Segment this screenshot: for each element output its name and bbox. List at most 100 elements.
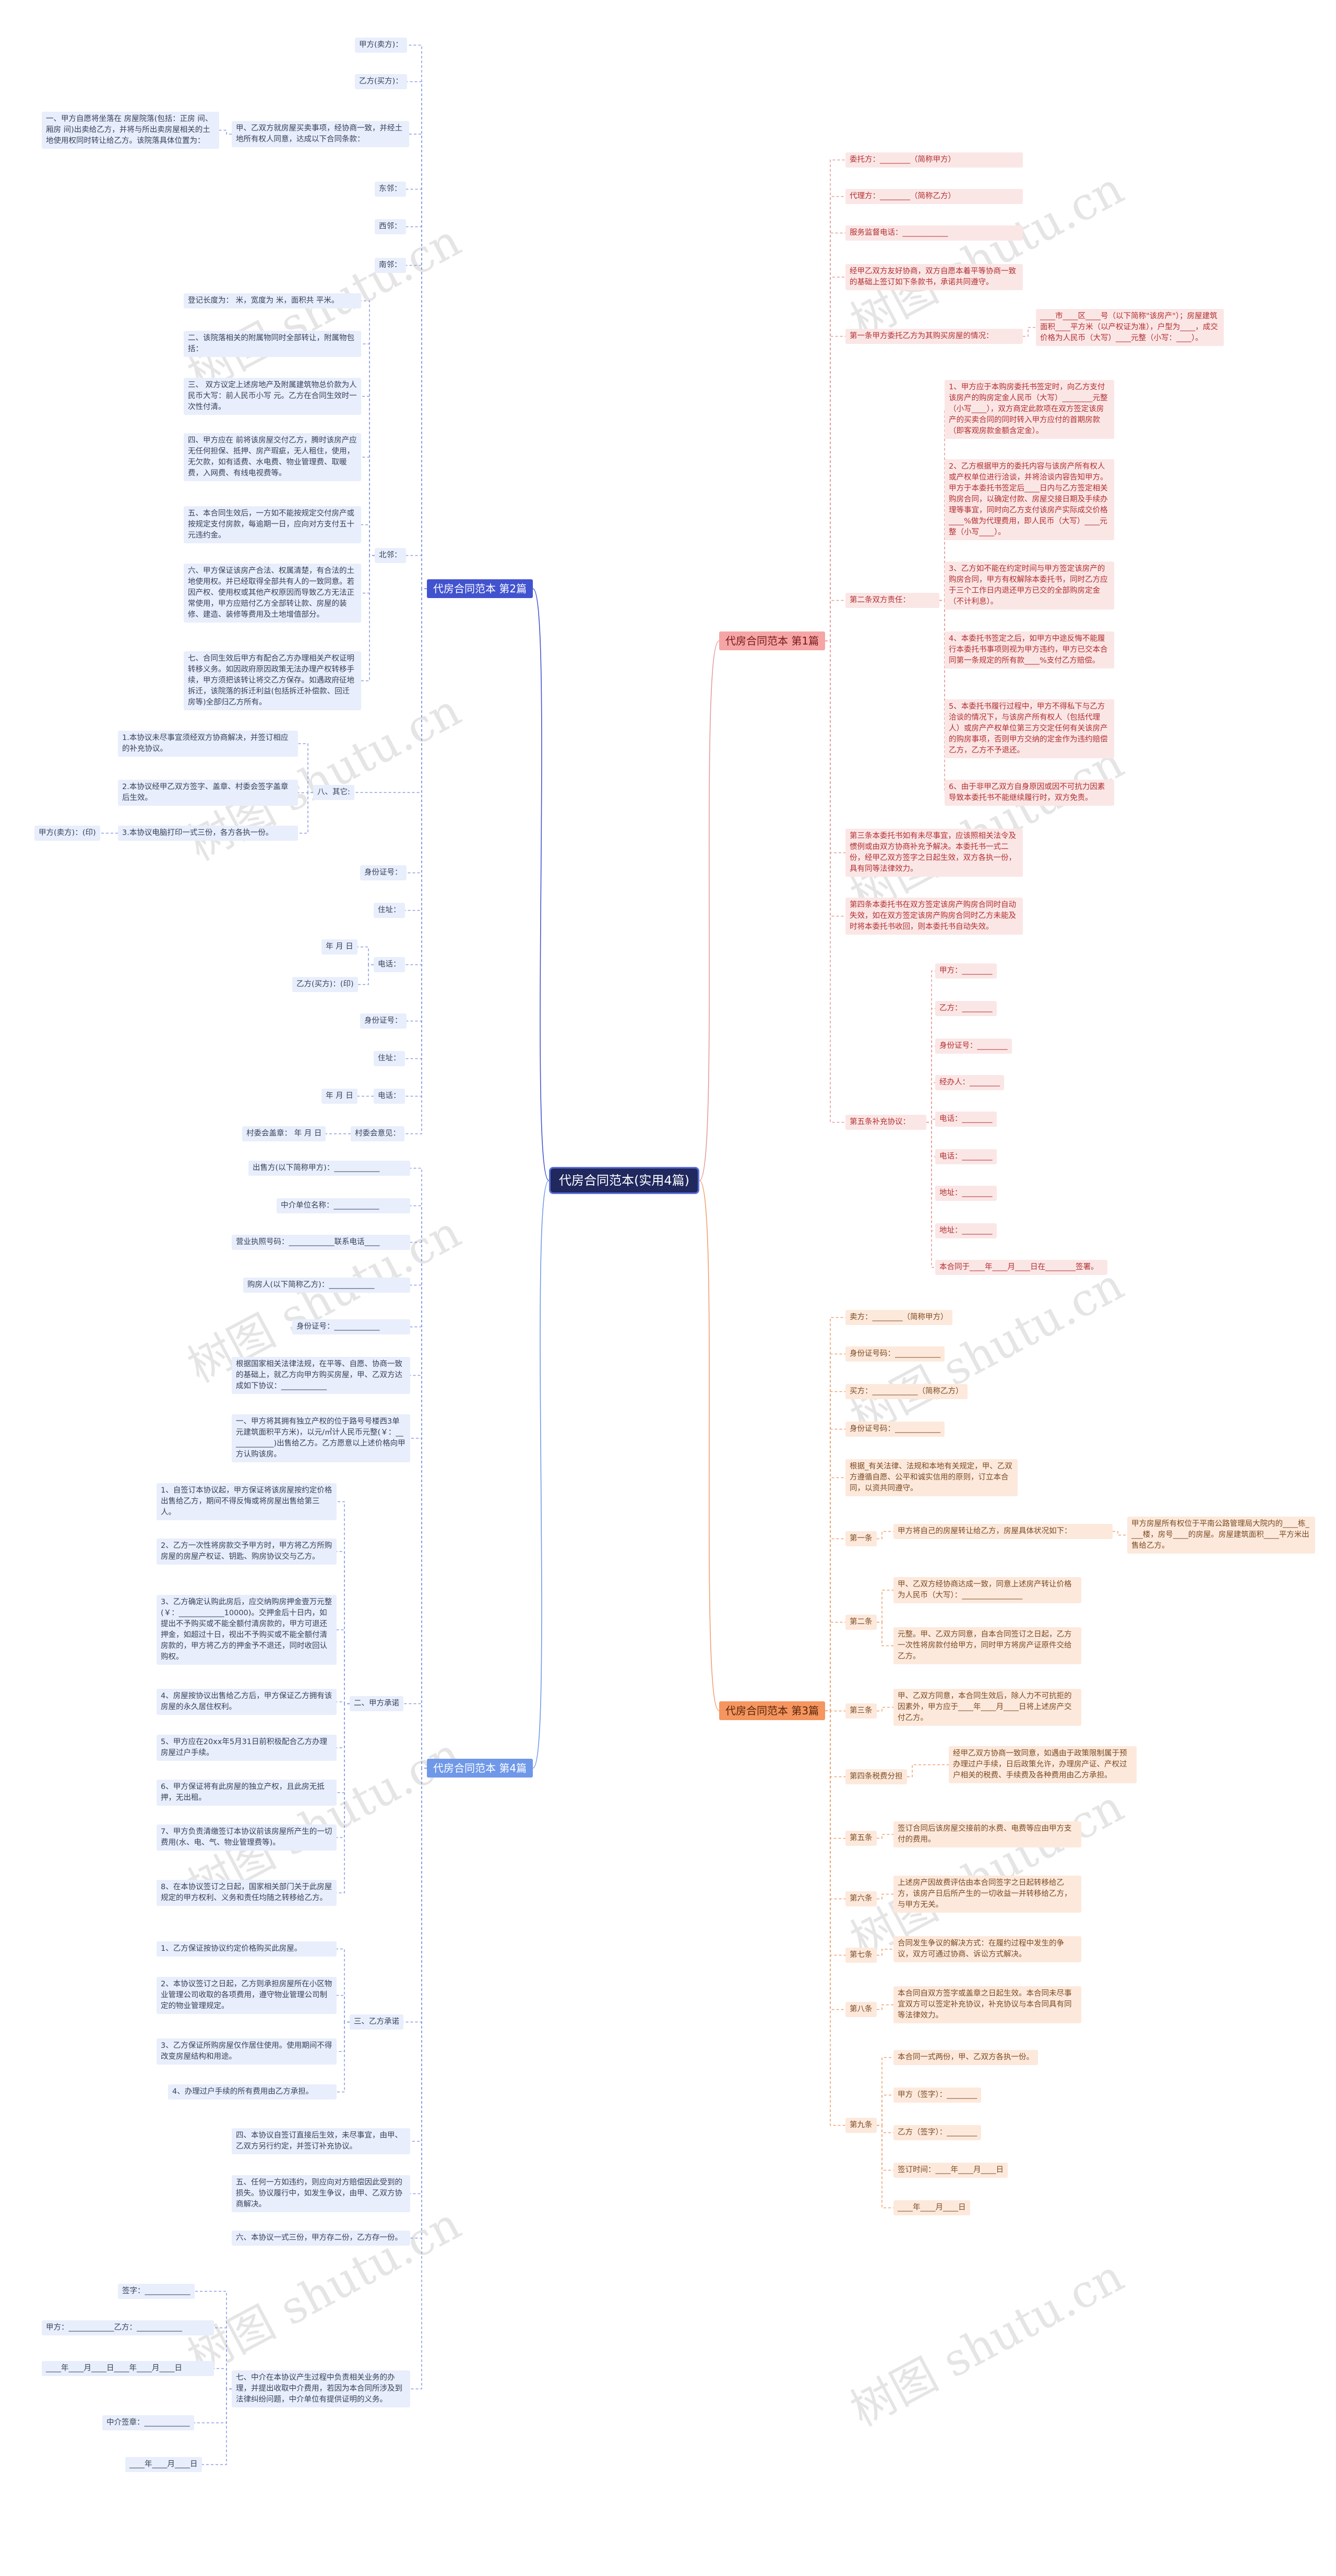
b4-article-5[interactable]: 五、任何一方如违约，则应向对方赔偿因此受到的损失。协议履行中，如发生争议，由甲、…	[232, 2175, 410, 2212]
b3-article-8-text[interactable]: 本合同自双方签字或盖章之日起生效。本合同未尽事宜双方可以签定补充协议，补充协议与…	[893, 1986, 1081, 2023]
b2-article-7[interactable]: 七、合同生效后甲方有配合乙方办理相关产权证明转移义务。如因政府原因政策无法办理产…	[184, 651, 361, 710]
b2-article-4[interactable]: 四、甲方应在 前将该房屋交付乙方，腾时该房产应无任何担保、抵押、房产瑕疵，无人租…	[184, 433, 361, 481]
b3-article-5[interactable]: 第五条	[845, 1831, 877, 1846]
b3-article-2[interactable]: 第二条	[845, 1615, 877, 1630]
b3-sign-date[interactable]: ____年____月____日	[893, 2200, 970, 2215]
b1-article-3[interactable]: 第三条本委托书如有未尽事宜，应该照相关法令及惯例或由双方协商补充予解决。本委托书…	[845, 829, 1023, 877]
b3-article-1-detail[interactable]: 甲方房屋所有权位于平南公路管理局大院内的____栋____楼，房号____的房屋…	[1127, 1517, 1315, 1554]
b2-article-3[interactable]: 三、 双方议定上述房地产及附属建筑物总价款为人民币大写：前人民币小写 元。乙方在…	[184, 378, 361, 415]
b1-sign-phone[interactable]: 电话：________	[935, 1149, 997, 1164]
b2-seller-id[interactable]: 身份证号：	[360, 865, 407, 880]
b1-sign-address[interactable]: 地址：________	[935, 1186, 997, 1201]
b2-east[interactable]: 东邻：	[375, 182, 406, 197]
b4-seller-item-8[interactable]: 8、在本协议签订之日起，国家相关部门关于此房屋规定的甲方权利、义务和责任均随之转…	[157, 1880, 337, 1906]
b2-south[interactable]: 南邻：	[375, 258, 406, 273]
b3-article-1[interactable]: 第一条	[845, 1531, 877, 1546]
b4-license[interactable]: 营业执照号码：____________联系电话____	[232, 1235, 410, 1250]
b4-buyer-id[interactable]: 身份证号：____________	[292, 1319, 410, 1334]
b4-dates[interactable]: ____年____月____日____年____月____日	[42, 2361, 214, 2376]
b1-sign-party-b[interactable]: 乙方：________	[935, 1001, 997, 1016]
b3-seller[interactable]: 卖方：________（简称甲方）	[845, 1310, 952, 1325]
b1-sign-date[interactable]: 本合同于____年____月____日在________签署。	[935, 1260, 1107, 1275]
b3-sign-party-a[interactable]: 甲方（签字）：________	[893, 2088, 982, 2103]
b4-buyer[interactable]: 购房人(以下简称乙方)：____________	[243, 1278, 410, 1293]
b1-hotline[interactable]: 服务监督电话：____________	[845, 225, 1023, 241]
b4-article-7[interactable]: 七、中介在本协议产生过程中负责相关业务的办理，并提出收取中介费用，若因为本合同所…	[232, 2370, 410, 2407]
branch-4-header[interactable]: 代房合同范本 第4篇	[427, 1759, 533, 1778]
b3-article-8[interactable]: 第八条	[845, 2002, 877, 2017]
b4-article-1[interactable]: 一、甲方将其拥有独立产权的位于路号号楼西3单元建筑面积平方米)，以元/㎡计人民币…	[232, 1414, 410, 1462]
branch-2-header[interactable]: 代房合同范本 第2篇	[427, 579, 533, 598]
b2-article-8-item-3[interactable]: 3.本协议电脑打印一式三份，各方各执一份。	[118, 826, 298, 841]
b2-buyer-id[interactable]: 身份证号：	[360, 1013, 407, 1029]
b3-article-3-text[interactable]: 甲、乙双方同意，本合同生效后，除人力不可抗拒的因素外，甲方应于____年____…	[893, 1689, 1081, 1726]
b4-seller-item-6[interactable]: 6、甲方保证将有此房屋的独立产权，且此房无抵押，无出租。	[157, 1780, 337, 1806]
b4-seller-item-1[interactable]: 1、自签订本协议起，甲方保证将该房屋按约定价格出售给乙方，期间不得反悔或将房屋出…	[157, 1483, 337, 1520]
b2-article-8-item-2[interactable]: 2.本协议经甲乙双方签字、盖章、村委会签字盖章后生效。	[118, 780, 298, 806]
b3-article-3[interactable]: 第三条	[845, 1703, 877, 1719]
b2-north[interactable]: 北邻：	[375, 548, 406, 563]
b2-article-1[interactable]: 一、甲方自愿将坐落在 房屋院落(包括：正房 间、厢房 间)出卖给乙方，并将与所出…	[42, 112, 219, 149]
b2-size[interactable]: 登记长度为： 米，宽度为 米，面积共 平米。	[184, 293, 361, 308]
b2-article-2[interactable]: 二、该院落相关的附属物同时全部转让，附属物包括：	[184, 331, 361, 357]
b1-preamble[interactable]: 经甲乙双方友好协商，双方自愿本着平等协商一致的基础上签订如下条款书，承诺共同遵守…	[845, 264, 1023, 290]
b4-seller-item-2[interactable]: 2、乙方一次性将房款交予甲方时，甲方将乙方所购房屋的房屋产权证、钥匙、购房协议交…	[157, 1539, 337, 1565]
b1-article-2-item-3[interactable]: 3、乙方如不能在约定时间与甲方签定该房产的购房合同，甲方有权解除本委托书，同时乙…	[945, 562, 1114, 610]
b2-article-8[interactable]: 八、其它:	[313, 785, 354, 800]
b4-seller-item-3[interactable]: 3、乙方确定认购此房后，应交纳购房押金壹万元整(￥：____________10…	[157, 1595, 337, 1665]
b4-buyer-item-1[interactable]: 1、乙方保证按协议约定价格购买此房屋。	[157, 1941, 337, 1957]
b2-buyer-phone[interactable]: 电话：	[374, 1089, 405, 1104]
b2-seller-address[interactable]: 住址：	[374, 903, 405, 918]
b2-seller-seal[interactable]: 甲方(卖方)：(印)	[34, 826, 100, 841]
b1-article-1-detail[interactable]: ____市____区____号（以下简称"该房产"）；房屋建筑面积____平方米…	[1036, 309, 1224, 346]
b4-seller-item-4[interactable]: 4、房屋按协议出售给乙方后，甲方保证乙方拥有该房屋的永久居住权利。	[157, 1689, 337, 1715]
b3-article-2-payment[interactable]: 元整。甲、乙双方同意，自本合同签订之日起，乙方一次性将房款付给甲方，同时甲方将房…	[893, 1627, 1081, 1664]
b3-buyer-id[interactable]: 身份证号码：____________	[845, 1422, 945, 1437]
b3-preamble[interactable]: 根据_有关法律、法规和本地有关规定，甲、乙双方遵循自愿、公平和诚实信用的原则，订…	[845, 1459, 1018, 1496]
b2-buyer[interactable]: 乙方(买方)：	[355, 74, 407, 89]
b4-parties[interactable]: 甲方：____________乙方：____________	[42, 2320, 214, 2335]
branch-1-header[interactable]: 代房合同范本 第1篇	[719, 631, 826, 650]
b2-village-seal[interactable]: 村委会盖章： 年 月 日	[242, 1126, 326, 1141]
b2-article-5[interactable]: 五、本合同生效后，一方如不能按规定交付房产或按规定支付房款，每逾期一日，应向对方…	[184, 506, 361, 543]
root-topic[interactable]: 代房合同范本(实用4篇)	[549, 1167, 699, 1194]
b3-sign-party-b[interactable]: 乙方（签字）：________	[893, 2125, 982, 2140]
b1-article-1[interactable]: 第一条甲方委托乙方为其购买房屋的情况：	[845, 329, 1023, 344]
b2-buyer-date[interactable]: 年 月 日	[321, 1089, 357, 1104]
b3-article-6-text[interactable]: 上述房产因故费评估由本合同签字之日起转移给乙方，该房产日后所产生的一切收益一并转…	[893, 1876, 1081, 1913]
b4-buyer-item-2[interactable]: 2、本协议签订之日起，乙方则承担房屋所在小区物业管理公司收取的各项费用，遵守物业…	[157, 1977, 337, 2014]
b4-agency-date[interactable]: ____年____月____日	[125, 2457, 202, 2472]
b3-sign-date[interactable]: 签订时间：____年____月____日	[893, 2163, 1008, 2178]
b3-buyer[interactable]: 买方：____________（简称乙方）	[845, 1384, 968, 1399]
b2-west[interactable]: 西邻：	[375, 219, 406, 234]
b2-article-6[interactable]: 六、甲方保证该房产合法、权属清楚，有合法的土地使用权。并已经取得全部共有人的一致…	[184, 564, 361, 623]
b3-article-2-price[interactable]: 甲、乙双方经协商达成一致，同意上述房产转让价格为人民币（大写）：________…	[893, 1577, 1081, 1603]
b4-seller[interactable]: 出售方(以下简称甲方)：____________	[248, 1161, 410, 1176]
b2-village-opinion[interactable]: 村委会意见：	[351, 1126, 404, 1141]
b4-agency-seal[interactable]: 中介签章：____________	[102, 2415, 194, 2430]
b2-seller-date[interactable]: 年 月 日	[321, 939, 357, 955]
b1-article-2-item-6[interactable]: 6、由于非甲乙双方自身原因或因不可抗力因素导致本委托书不能继续履行时，双方免责。	[945, 780, 1114, 806]
b4-seller-commitments[interactable]: 二、甲方承诺	[350, 1696, 403, 1711]
b3-article-7[interactable]: 第七条	[845, 1948, 877, 1963]
b4-article-6[interactable]: 六、本协议一式三份，甲方存二份，乙方存一份。	[232, 2231, 410, 2246]
b1-article-2-item-2[interactable]: 2、乙方根据甲方的委托内容与该房产所有权人或产权单位进行洽谈，并将洽谈内容告知甲…	[945, 459, 1114, 540]
b4-seller-item-7[interactable]: 7、甲方负责清缴签订本协议前该房屋所产生的一切费用(水、电、气、物业管理费等)。	[157, 1824, 337, 1851]
b2-preamble[interactable]: 甲、乙双方就房屋买卖事项，经协商一致，并经土地所有权人同意，达成以下合同条款：	[232, 121, 409, 147]
b3-article-5-text[interactable]: 签订合同后该房屋交接前的水费、电费等应由甲方支付的费用。	[893, 1821, 1081, 1847]
b1-article-2-item-1[interactable]: 1、甲方应于本购房委托书签定时，向乙方支付该房产的购房定金人民币（大写）____…	[945, 380, 1114, 439]
b3-seller-id[interactable]: 身份证号码：____________	[845, 1346, 945, 1362]
b3-article-6[interactable]: 第六条	[845, 1891, 877, 1906]
b2-seller[interactable]: 甲方(卖方)：	[355, 38, 407, 53]
b4-agency-name[interactable]: 中介单位名称：____________	[277, 1198, 410, 1213]
b2-buyer-address[interactable]: 住址：	[374, 1051, 405, 1066]
b2-seller-phone[interactable]: 电话：	[374, 957, 405, 972]
b1-article-2-item-4[interactable]: 4、本委托书签定之后，如甲方中途反悔不能履行本委托书事项则视为甲方违约，甲方已交…	[945, 631, 1114, 669]
b1-article-4[interactable]: 第四条本委托书在双方签定该房产购房合同时自动失效，如在双方签定该房产购房合同时乙…	[845, 898, 1023, 935]
b4-seller-item-5[interactable]: 5、甲方应在20xx年5月31日前积极配合乙方办理房屋过户手续。	[157, 1735, 337, 1761]
b4-buyer-commitments[interactable]: 三、乙方承诺	[350, 2014, 403, 2030]
branch-3-header[interactable]: 代房合同范本 第3篇	[719, 1701, 826, 1720]
b4-buyer-item-4[interactable]: 4、办理过户手续的所有费用由乙方承担。	[168, 2084, 337, 2100]
b1-sign-phone[interactable]: 电话：________	[935, 1112, 997, 1127]
b1-agent[interactable]: 代理方：________（简称乙方）	[845, 189, 1023, 204]
